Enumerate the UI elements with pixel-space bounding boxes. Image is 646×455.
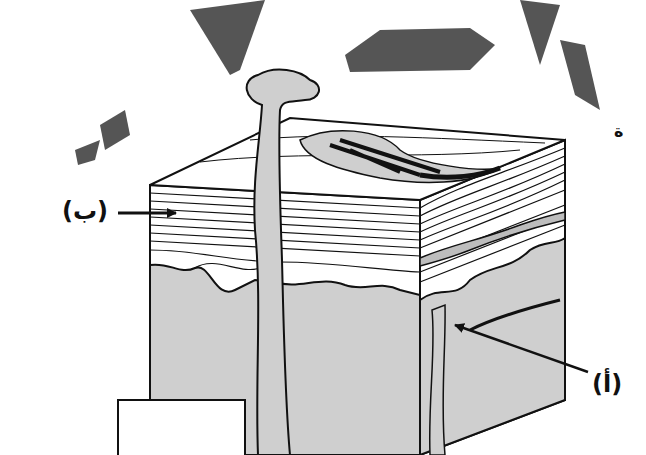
callout-letter: (ب)	[62, 197, 108, 225]
legend-box	[118, 400, 245, 455]
leader-line	[455, 325, 588, 372]
text-fragment: ة	[614, 122, 623, 141]
callout-letter: (أ)	[592, 370, 622, 398]
leader-line	[118, 212, 176, 215]
